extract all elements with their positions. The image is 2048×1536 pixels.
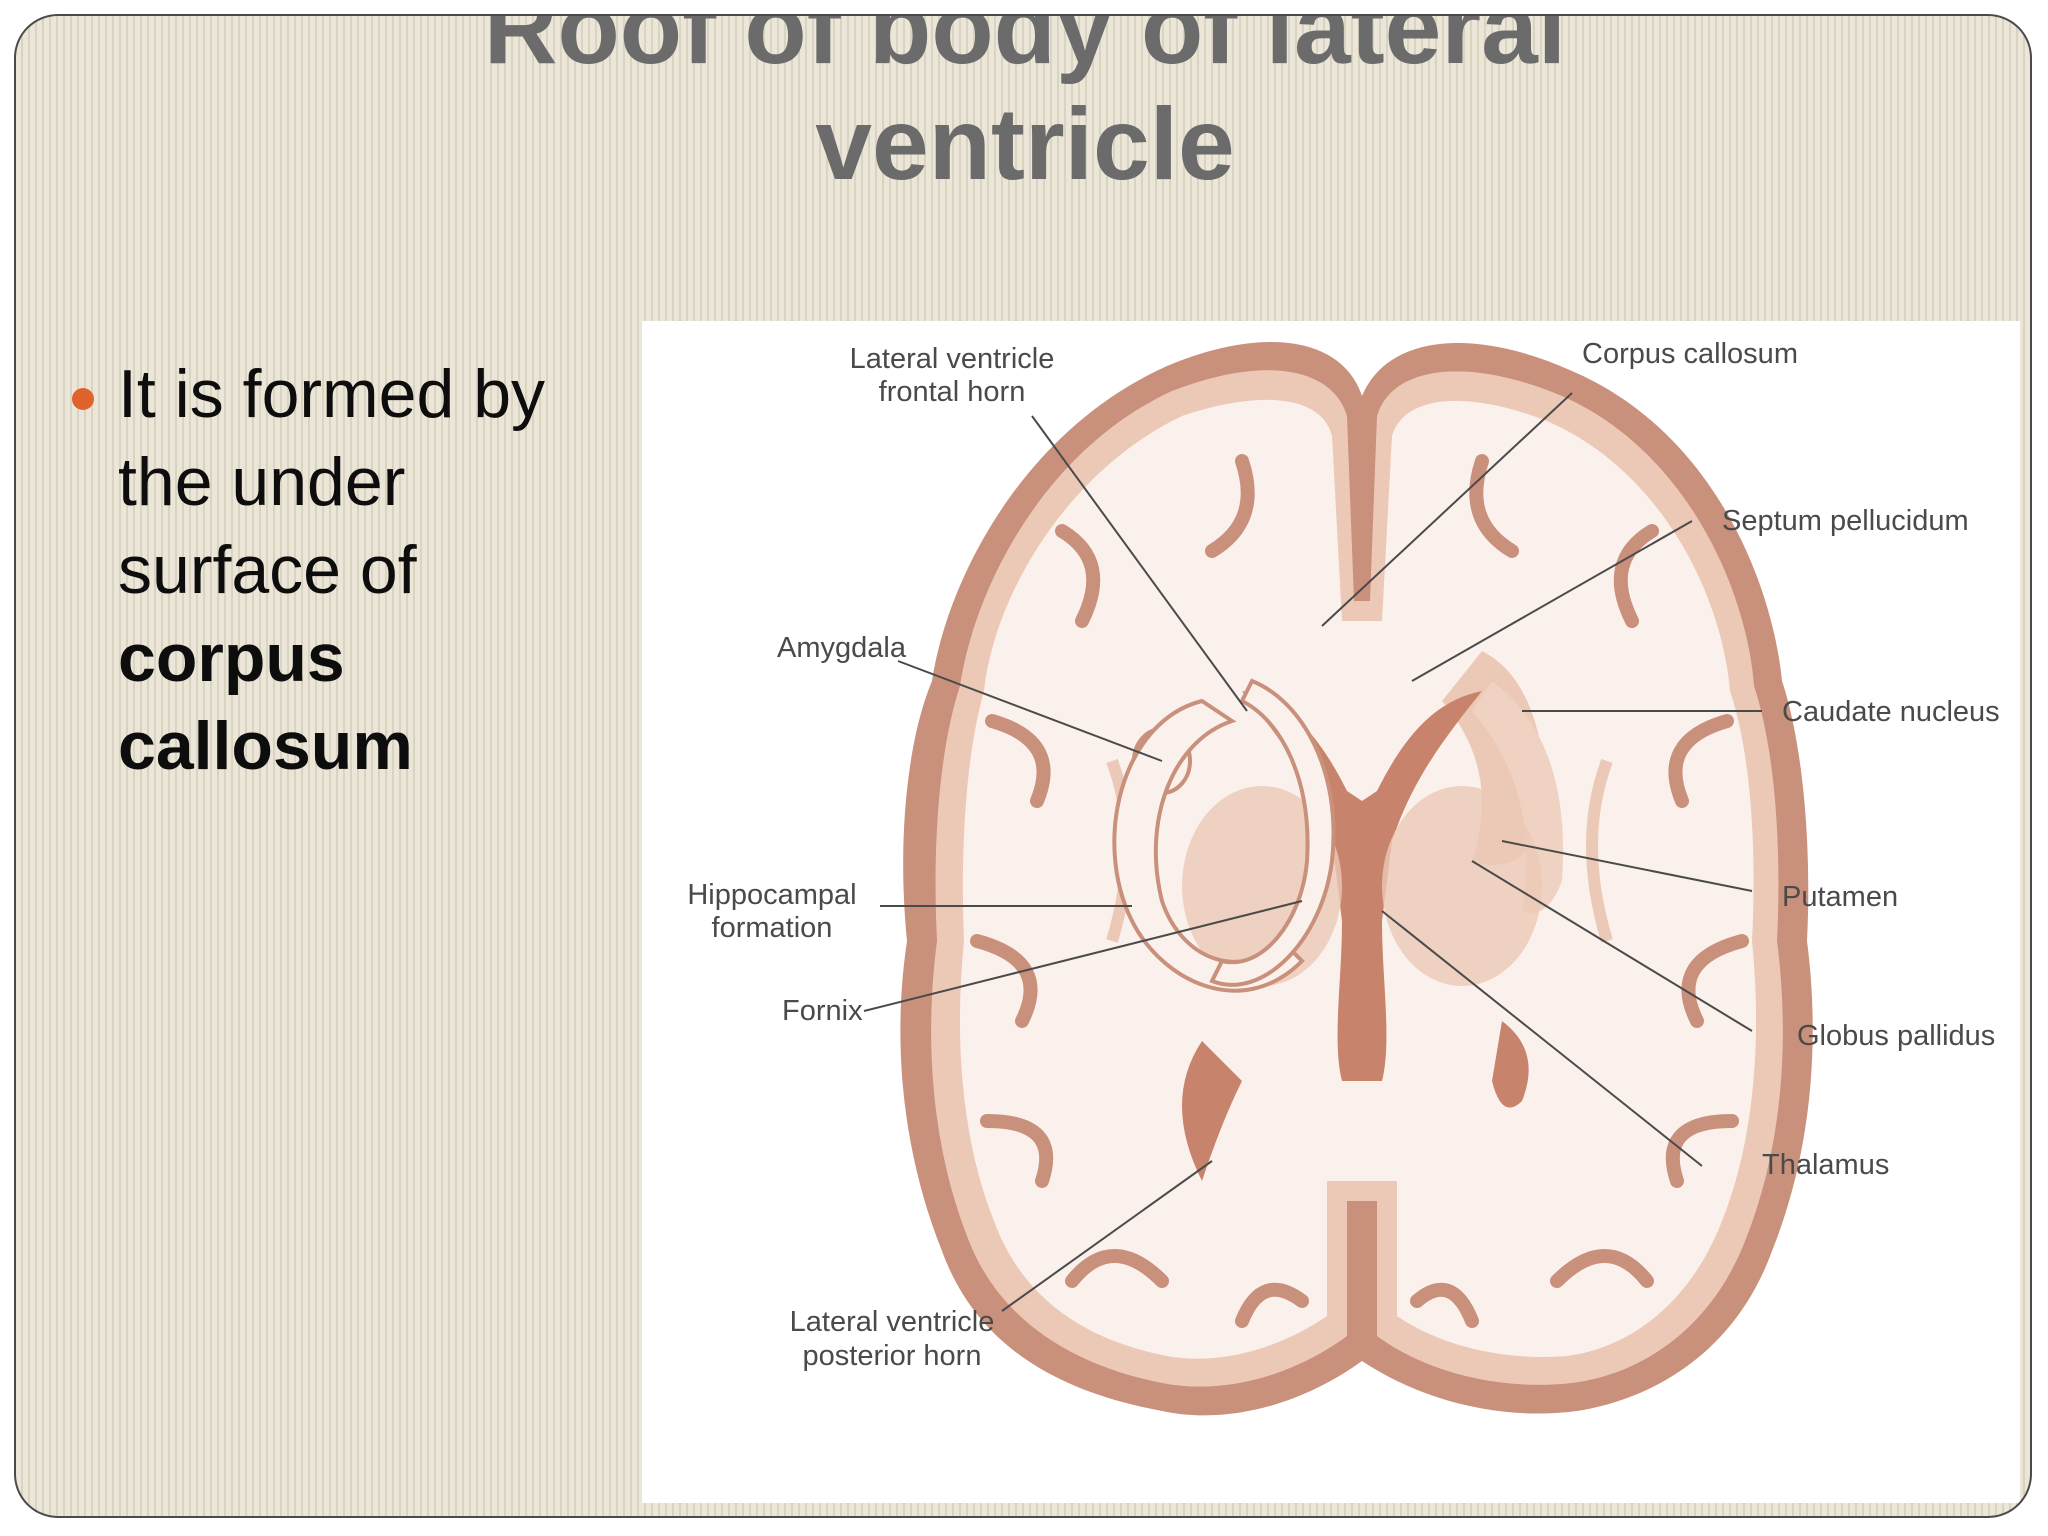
label-lv-frontal-line-1: Lateral ventricle	[850, 343, 1055, 375]
slide: Roof of body of lateral ventricle It is …	[14, 14, 2032, 1518]
label-lv-frontal-line-2: frontal horn	[879, 376, 1026, 408]
label-lv-posterior-line-1: Lateral ventricle	[790, 1306, 995, 1338]
label-caudate-nucleus: Caudate nucleus	[1782, 696, 2000, 728]
figure-labels: Lateral ventricle frontal horn Corpus ca…	[687, 338, 1999, 1372]
title-line-2: ventricle	[815, 87, 1235, 201]
brain-diagram-figure: Lateral ventricle frontal horn Corpus ca…	[642, 321, 2020, 1503]
leader-lines	[863, 392, 1762, 1312]
bullet-list: It is formed by the under surface of cor…	[64, 350, 624, 790]
sulcus	[1235, 1282, 1309, 1328]
sulcus	[1665, 1114, 1739, 1188]
sulcus	[980, 1114, 1054, 1188]
leader-line-septum	[1411, 520, 1693, 682]
leader-line-corpus-callosum	[1321, 392, 1573, 627]
leader-line-amygdala	[897, 660, 1163, 762]
fornix-shape	[1209, 678, 1336, 987]
brain-cortex	[900, 342, 1813, 1416]
label-hippocampal-line-2: formation	[712, 912, 833, 944]
label-hippocampal-line-1: Hippocampal	[687, 879, 856, 911]
bullet-item: It is formed by the under surface of cor…	[64, 350, 624, 790]
deep-structures	[1106, 651, 1613, 1181]
leader-line-lv-frontal	[1031, 415, 1248, 712]
label-lv-posterior-line-2: posterior horn	[803, 1340, 982, 1372]
label-septum-pellucidum: Septum pellucidum	[1722, 505, 1969, 537]
sulcus	[1550, 1249, 1654, 1288]
label-putamen: Putamen	[1782, 881, 1898, 913]
label-thalamus: Thalamus	[1762, 1149, 1889, 1181]
sulcus	[1205, 454, 1255, 558]
sulcus	[1055, 524, 1101, 628]
leader-line-thalamus	[1381, 910, 1703, 1167]
sulcus	[985, 714, 1051, 808]
sulcus	[1613, 524, 1659, 628]
sulcus	[1410, 1282, 1479, 1328]
label-corpus-callosum: Corpus callosum	[1582, 338, 1798, 370]
posterior-horn-left	[1182, 1041, 1242, 1181]
bullet-dot-icon	[72, 388, 94, 410]
hippocampal-formation-shape	[1112, 698, 1305, 993]
title-line-1: Roof of body of lateral	[483, 14, 1567, 85]
sulci	[970, 454, 1749, 1328]
label-fornix: Fornix	[782, 995, 863, 1027]
leader-line-lv-posterior	[1001, 1160, 1213, 1312]
leader-line-globus-pallidus	[1471, 860, 1753, 1032]
bullet-text: It is formed by the under surface of	[118, 356, 546, 608]
label-amygdala: Amygdala	[777, 632, 907, 664]
bullet-bold-text: corpus callosum	[118, 620, 413, 784]
thalamus-shape-right	[1382, 786, 1542, 986]
lateral-ventricle	[1242, 691, 1482, 1081]
sulcus	[1681, 934, 1749, 1028]
sulcus	[1668, 714, 1734, 808]
slide-title: Roof of body of lateral ventricle	[16, 14, 2030, 202]
leader-line-putamen	[1501, 840, 1753, 892]
posterior-horn-right	[1492, 1021, 1529, 1108]
label-globus-pallidus: Globus pallidus	[1797, 1020, 1995, 1052]
putamen-shape	[1472, 681, 1564, 913]
brain-axial-section-diagram: Lateral ventricle frontal horn Corpus ca…	[687, 338, 2000, 1416]
leader-line-fornix	[863, 900, 1303, 1012]
sulcus	[1065, 1249, 1169, 1288]
sulcus	[1469, 454, 1519, 558]
claustrum-band	[1586, 758, 1613, 943]
